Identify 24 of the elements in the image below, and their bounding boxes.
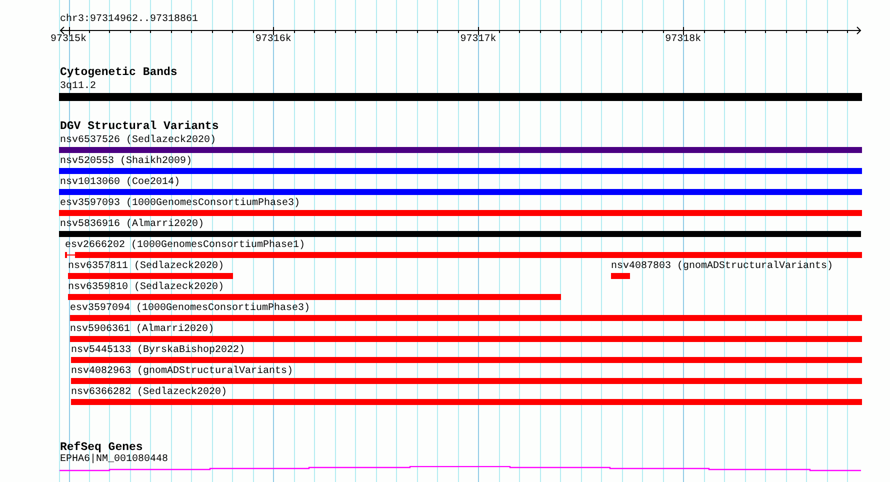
variant-label: esv3597094 (1000GenomesConsortiumPhase3) (70, 303, 310, 314)
variant-label: nsv5906361 (Almarri2020) (70, 324, 214, 335)
variant-label: nsv520553 (Shaikh2009) (60, 156, 192, 167)
variant-label: nsv5836916 (Almarri2020) (60, 219, 204, 230)
variant-label: nsv6366282 (Sedlazeck2020) (71, 387, 228, 398)
gene-label: EPHA6|NM_001080448 (60, 454, 168, 465)
variant-label: nsv5445133 (ByrskaBishop2022) (71, 345, 246, 356)
tick-label: 97316k (255, 34, 292, 45)
track-title: RefSeq Genes (60, 442, 143, 454)
variant-label: esv3597093 (1000GenomesConsortiumPhase3) (60, 198, 300, 209)
variant-label: nsv6537526 (Sedlazeck2020) (60, 135, 216, 146)
band-label: 3q11.2 (60, 81, 96, 92)
track-title: Cytogenetic Bands (60, 67, 178, 79)
tick-label: 97315k (50, 34, 86, 45)
region-label: chr3:97314962..97318861 (60, 14, 198, 25)
variant-label: nsv1013060 (Coe2014) (60, 177, 180, 188)
tick-label: 97317k (460, 34, 496, 45)
tick-label: 97318k (665, 34, 702, 45)
variant-label: nsv6357811 (Sedlazeck2020) (68, 261, 224, 272)
variant-label: nsv4087803 (gnomADStructuralVariants) (611, 261, 834, 272)
variant-label: nsv6359810 (Sedlazeck2020) (68, 282, 224, 293)
variant-label: nsv4082963 (gnomADStructuralVariants) (71, 366, 294, 377)
variant-label: esv2666202 (1000GenomesConsortiumPhase1) (65, 240, 306, 251)
track-title: DGV Structural Variants (60, 121, 219, 133)
